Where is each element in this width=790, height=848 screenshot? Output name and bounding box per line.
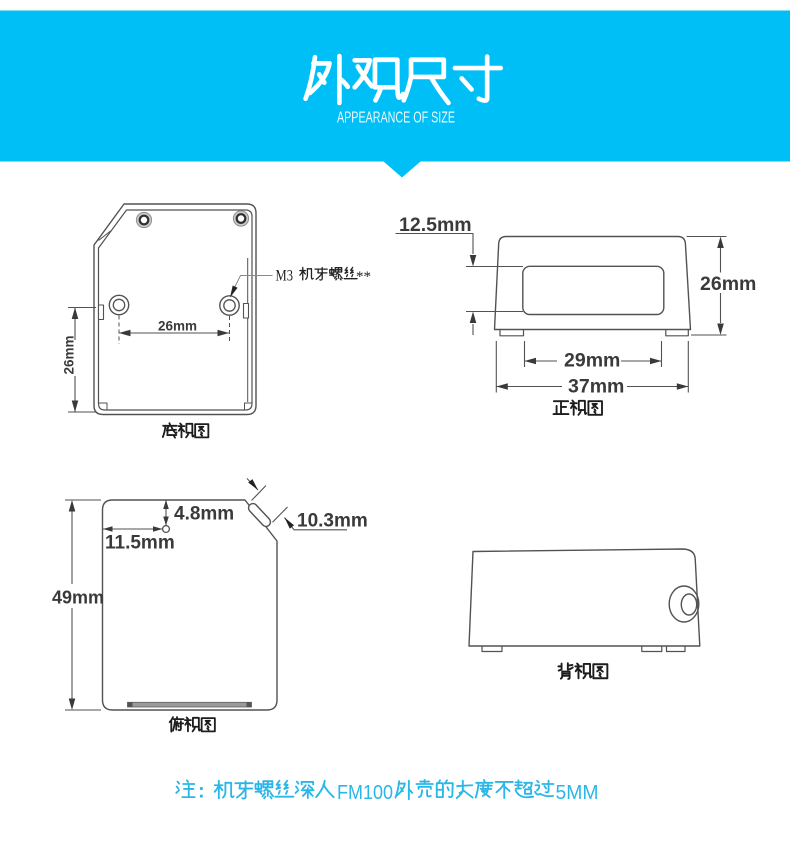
svg-text:26mm: 26mm (700, 273, 756, 295)
svg-text:26mm: 26mm (62, 335, 77, 374)
svg-text:FM100: FM100 (337, 782, 393, 804)
svg-text:49mm: 49mm (52, 588, 104, 608)
svg-text:4.8mm: 4.8mm (174, 504, 234, 525)
svg-text:11.5mm: 11.5mm (105, 533, 175, 554)
svg-text:29mm: 29mm (564, 350, 620, 372)
svg-text:37mm: 37mm (568, 375, 624, 397)
svg-text:10.3mm: 10.3mm (297, 511, 368, 532)
svg-text:APPEARANCE OF SIZE: APPEARANCE OF SIZE (337, 110, 455, 127)
svg-text:12.5mm: 12.5mm (399, 214, 472, 236)
svg-text::: : (198, 781, 205, 803)
svg-text:**: ** (356, 269, 371, 285)
svg-text:26mm: 26mm (158, 319, 197, 334)
svg-text:5MM: 5MM (556, 782, 599, 804)
svg-text:M3: M3 (276, 268, 294, 285)
